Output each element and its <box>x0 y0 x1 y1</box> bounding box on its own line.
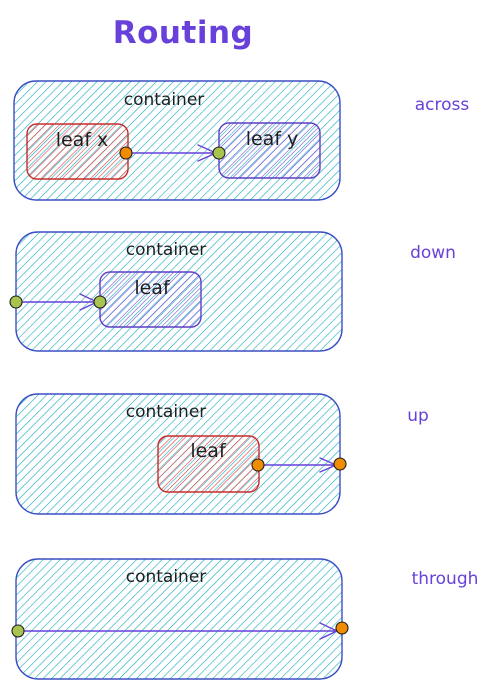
diagram-up: container leaf up <box>15 393 429 515</box>
routing-type-label: across <box>415 95 470 115</box>
port-dot <box>11 624 25 638</box>
container-label: container <box>124 90 205 110</box>
leaf-label: leaf <box>190 440 227 462</box>
port-dot <box>335 621 349 635</box>
port-dot <box>212 146 226 160</box>
port-dot <box>333 457 347 471</box>
leaf-label: leaf y <box>246 128 299 150</box>
container-box <box>15 558 343 680</box>
container-label: container <box>126 567 207 587</box>
page-title: Routing <box>113 15 253 51</box>
port-dot <box>119 146 133 160</box>
diagram-across: container leaf x leaf y across <box>13 80 470 201</box>
diagram-through: container through <box>11 558 479 680</box>
routing-type-label: down <box>410 243 456 263</box>
diagram-down: container leaf down <box>9 231 456 352</box>
port-dot <box>251 458 265 472</box>
port-dot <box>9 295 23 309</box>
routing-type-label: up <box>407 406 429 426</box>
container-label: container <box>126 240 207 260</box>
routing-type-label: through <box>412 569 479 589</box>
container-label: container <box>126 402 207 422</box>
leaf-label: leaf x <box>56 129 109 151</box>
leaf-label: leaf <box>134 277 171 299</box>
port-dot <box>93 295 107 309</box>
